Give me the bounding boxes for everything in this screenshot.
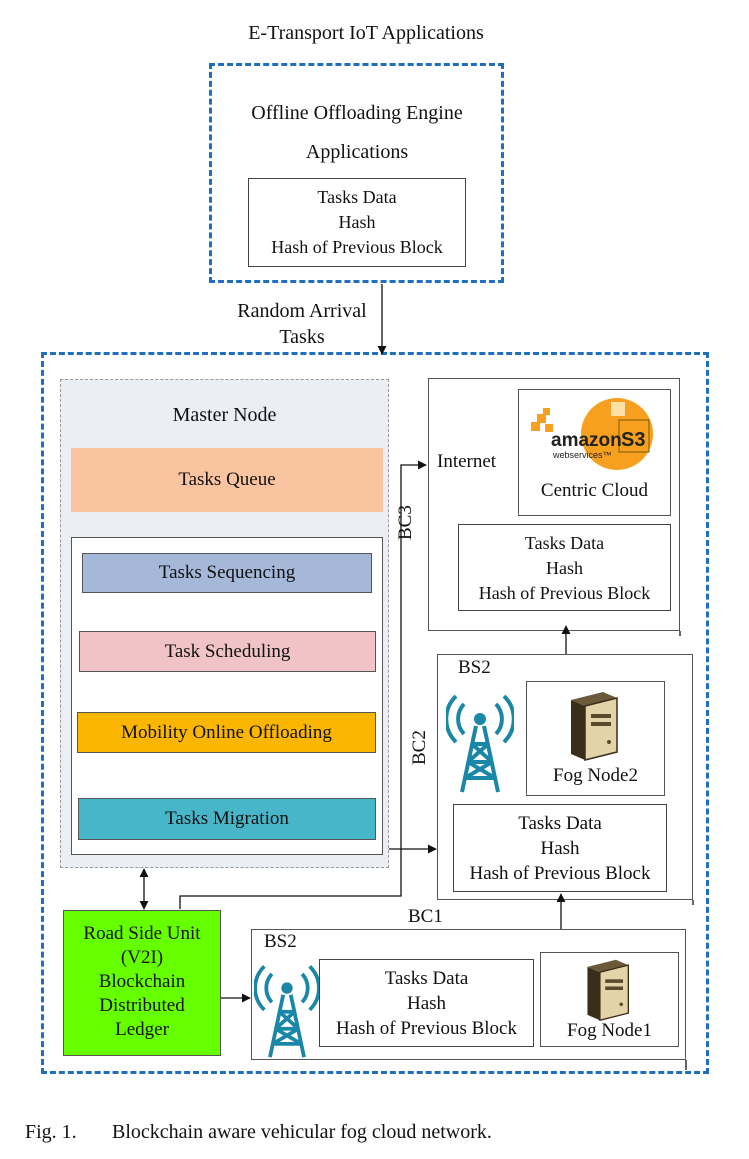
aws-cube xyxy=(537,414,546,423)
road-side-unit: Road Side Unit (V2I) Blockchain Distribu… xyxy=(63,910,221,1056)
server-icon xyxy=(565,690,621,762)
bs2-label-upper: BS2 xyxy=(458,657,491,678)
aws-cube xyxy=(531,422,540,431)
aws-badge-block xyxy=(611,402,625,416)
tower-top xyxy=(281,982,293,994)
server-led xyxy=(607,740,611,744)
offline-engine-container xyxy=(209,63,504,283)
server-front xyxy=(587,966,600,1021)
aws-cube xyxy=(545,424,553,432)
tower-brace xyxy=(271,1010,303,1046)
block-line: Hash of Previous Block xyxy=(335,1018,517,1039)
s3-badge: S3 xyxy=(621,429,645,451)
rsu-line: Blockchain xyxy=(98,971,186,992)
server-icon xyxy=(582,958,632,1022)
block-line: Tasks Data xyxy=(524,533,605,553)
rsu-line: Ledger xyxy=(115,1019,169,1040)
server-side xyxy=(584,697,618,761)
block-line: Tasks Data xyxy=(518,813,602,834)
server-side xyxy=(599,964,629,1022)
block-line: Tasks Data xyxy=(317,187,397,207)
s3-badge-box xyxy=(618,419,650,453)
rsu-internet-line xyxy=(179,460,427,909)
figure-caption: Blockchain aware vehicular fog cloud net… xyxy=(112,1121,492,1143)
server-led xyxy=(619,1002,623,1006)
server-top xyxy=(571,692,617,706)
top-title: E-Transport IoT Applications xyxy=(248,22,484,44)
signal-wave xyxy=(444,694,458,744)
fog1-block: Tasks Data Hash Hash of Previous Block xyxy=(319,959,534,1047)
block-line: Hash xyxy=(338,212,376,232)
block-line: Hash xyxy=(546,558,583,578)
block-line: Hash of Previous Block xyxy=(469,863,651,884)
tower-top xyxy=(474,713,486,725)
tasks-migration: Tasks Migration xyxy=(78,798,376,840)
rsu-line: (V2I) xyxy=(120,947,164,968)
block-line: Hash of Previous Block xyxy=(271,237,443,257)
bc1-label: BC1 xyxy=(408,906,443,927)
fog-node1-label: Fog Node1 xyxy=(567,1020,652,1041)
server-bay xyxy=(605,979,623,983)
server-bay xyxy=(605,986,623,990)
aws-logo-word: amazon xyxy=(551,430,622,451)
figure-label: Fig. 1. xyxy=(25,1121,77,1143)
fog-node2-label: Fog Node2 xyxy=(553,765,638,786)
network-container xyxy=(41,352,709,1074)
block-line: Tasks Data xyxy=(384,968,469,989)
tasks-sequencing: Tasks Sequencing xyxy=(82,553,372,593)
arrival-label-line1: Random Arrival xyxy=(237,300,367,322)
aws-cube xyxy=(543,408,550,415)
master-node-title: Master Node xyxy=(172,404,277,426)
block-line: Hash of Previous Block xyxy=(478,583,651,603)
engine-title-line2: Applications xyxy=(305,141,409,163)
internet-label: Internet xyxy=(437,451,497,472)
server-front xyxy=(571,700,585,760)
signal-wave xyxy=(308,964,321,1012)
top-block: Tasks Data Hash Hash of Previous Block xyxy=(248,178,466,267)
signal-wave xyxy=(494,702,504,736)
block-line: Hash xyxy=(406,993,447,1014)
server-top xyxy=(587,959,629,973)
bs2-label-lower: BS2 xyxy=(264,931,297,952)
fog2-block: Tasks Data Hash Hash of Previous Block xyxy=(453,804,667,892)
signal-wave xyxy=(502,694,516,744)
signal-wave xyxy=(456,702,466,736)
arrival-label-line2: Tasks xyxy=(279,326,325,348)
tower-brace xyxy=(463,742,497,780)
signal-wave xyxy=(300,972,310,1004)
task-scheduling: Task Scheduling xyxy=(79,631,376,672)
mobility-online-offloading: Mobility Online Offloading xyxy=(77,712,376,753)
centric-cloud-label: Centric Cloud xyxy=(540,480,649,501)
engine-title-line1: Offline Offloading Engine xyxy=(251,102,463,124)
tasks-queue: Tasks Queue xyxy=(71,448,383,512)
cloud-block: Tasks Data Hash Hash of Previous Block xyxy=(458,524,671,611)
tower-icon xyxy=(253,955,321,1059)
aws-logo-sub: webservices™ xyxy=(552,450,612,460)
tower-icon xyxy=(444,684,516,794)
signal-wave xyxy=(264,972,274,1004)
signal-wave xyxy=(253,964,266,1012)
rsu-line: Distributed xyxy=(99,995,185,1016)
aws-s3-logo: amazon webservices™ S3 xyxy=(527,398,655,470)
rsu-line: Road Side Unit xyxy=(83,923,201,944)
server-bay xyxy=(591,714,611,718)
block-line: Hash xyxy=(540,838,580,859)
server-bay xyxy=(591,722,611,726)
